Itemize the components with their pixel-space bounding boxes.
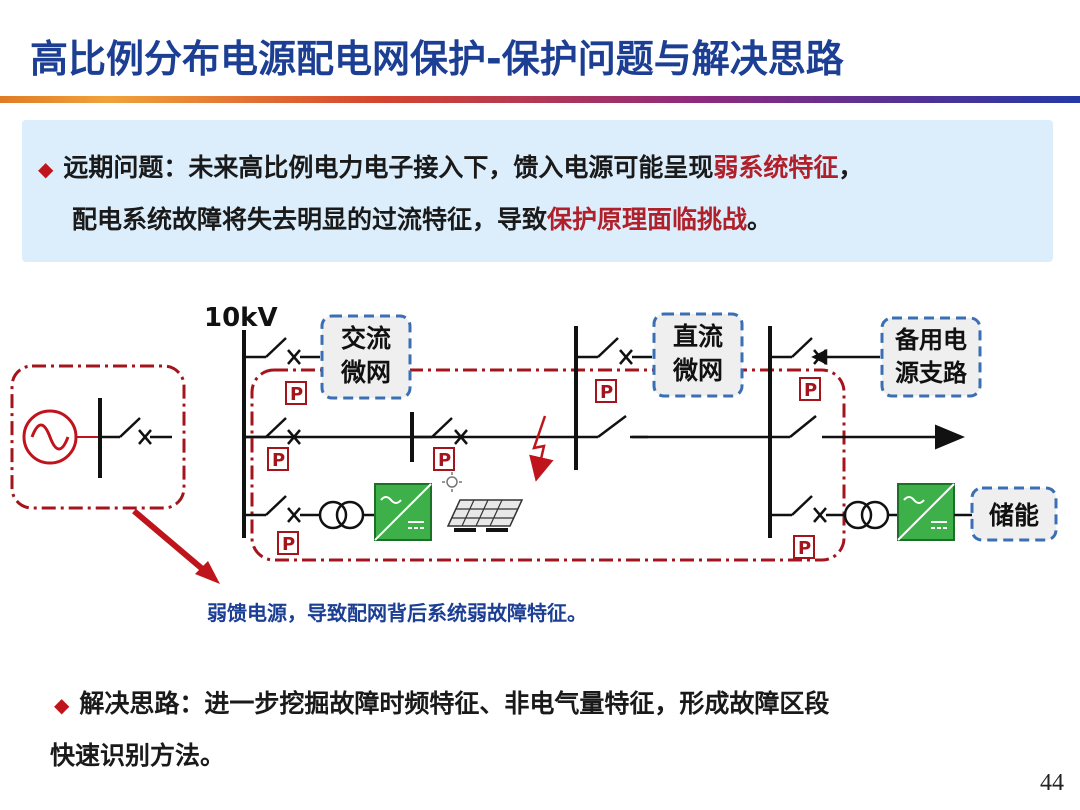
dc-microgrid-box: 直流 微网: [652, 312, 744, 398]
svg-text:交流: 交流: [341, 324, 391, 353]
breaker-backup-icon: [770, 337, 880, 366]
fault-lightning-icon: [529, 415, 554, 482]
svg-text:P: P: [804, 380, 817, 401]
distribution-region: [250, 368, 846, 562]
protection-marker: P: [277, 531, 299, 555]
page-number: 44: [1040, 770, 1064, 796]
diamond-bullet-icon: ◆: [54, 693, 70, 717]
breaker-feeder-icon: [244, 417, 301, 445]
weak-source-note: 弱馈电源，导致配网背后系统弱故障特征。: [207, 601, 587, 625]
transformer-icon: [843, 500, 890, 530]
distribution-network-diagram: 10kV: [10, 303, 1058, 584]
svg-text:P: P: [290, 384, 303, 405]
svg-text:微网: 微网: [672, 356, 723, 385]
solar-panel-icon: [442, 472, 524, 532]
ac-microgrid-box: 交流 微网: [320, 314, 412, 400]
issue-line-1: ◆远期问题：未来高比例电力电子接入下，馈入电源可能呈现弱系统特征，: [38, 153, 864, 182]
svg-text:P: P: [600, 382, 613, 403]
solution-line-2: 快速识别方法。: [50, 741, 226, 770]
svg-text:P: P: [798, 538, 811, 559]
ac-source-icon: [22, 409, 78, 465]
pointer-arrow: [132, 508, 208, 575]
protection-marker: P: [433, 447, 455, 471]
protection-marker: P: [799, 377, 821, 401]
diamond-bullet-icon: ◆: [38, 157, 54, 181]
backup-branch-box: 备用电 源支路: [880, 316, 982, 398]
weak-system-emphasis: 弱系统特征: [713, 153, 839, 182]
svg-text:P: P: [282, 534, 295, 555]
protection-challenge-emphasis: 保护原理面临挑战: [547, 205, 748, 234]
weak-source-region: [10, 364, 186, 510]
switch-backup-open-icon: [770, 415, 817, 439]
svg-text:备用电: 备用电: [894, 326, 967, 354]
breaker-storage-icon: [770, 495, 846, 523]
breaker-mid-icon: [412, 417, 468, 445]
transformer-icon: [318, 500, 365, 530]
svg-text:直流: 直流: [673, 322, 723, 351]
switch-dc-open-icon: [576, 415, 648, 439]
svg-text:源支路: 源支路: [895, 359, 968, 387]
breaker-ac-icon: [244, 337, 320, 365]
breaker-pv-icon: [244, 495, 320, 523]
storage-box: 储能: [970, 486, 1058, 542]
converter-icon: [897, 483, 955, 541]
title-divider: [0, 96, 1080, 103]
svg-text:P: P: [438, 450, 451, 471]
svg-text:P: P: [272, 450, 285, 471]
pointer-arrow-head: [195, 561, 220, 584]
solution-line-1: ◆解决思路：进一步挖掘故障时频特征、非电气量特征，形成故障区段: [54, 689, 830, 718]
issue-panel: [22, 120, 1053, 262]
protection-marker: P: [793, 535, 815, 559]
svg-text:微网: 微网: [340, 358, 391, 387]
protection-marker: P: [285, 381, 307, 405]
svg-text:储能: 储能: [989, 501, 1039, 530]
protection-marker: P: [595, 379, 617, 403]
page-title: 高比例分布电源配电网保护-保护问题与解决思路: [30, 37, 844, 81]
protection-marker: P: [267, 447, 289, 471]
breaker-dc-icon: [576, 337, 652, 365]
source-breaker-icon: [100, 417, 172, 445]
issue-line-2: 配电系统故障将失去明显的过流特征，导致保护原理面临挑战。: [72, 205, 773, 234]
inverter-icon: [374, 483, 432, 541]
voltage-label: 10kV: [204, 303, 278, 333]
